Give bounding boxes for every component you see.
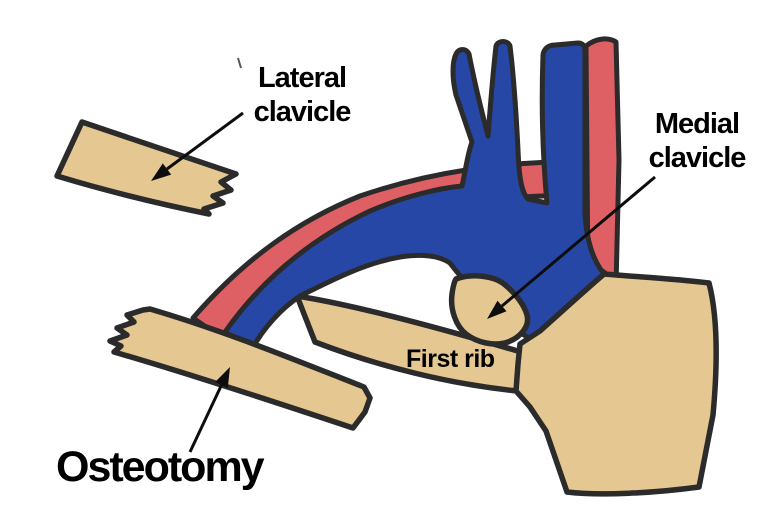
carotid-artery (583, 36, 622, 289)
medial-clavicle-bone (448, 273, 531, 347)
lateral-clavicle-arrow (151, 111, 244, 181)
osteotomy-arrowhead (215, 367, 230, 388)
lateral-clavicle-bone (54, 119, 239, 217)
first-rib-label: First rib (406, 345, 495, 373)
lateral-clavicle-arrowhead (151, 163, 172, 181)
osteotomy-arrow (188, 367, 230, 453)
medial-clavicle-label-line2: clavicle (648, 142, 747, 174)
medial-clavicle-label-line1: Medial (654, 108, 740, 140)
medial-clavicle-arrowhead (487, 300, 507, 319)
osteotomy-label: Osteotomy (56, 443, 265, 491)
stray-mark (237, 57, 242, 69)
lateral-clavicle-label-line1: Lateral (257, 62, 347, 94)
lateral-clavicle-label: Lateral clavicle (232, 61, 372, 129)
medial-clavicle-label: Medial clavicle (627, 107, 767, 175)
lateral-clavicle-label-line2: clavicle (253, 96, 352, 128)
osteotomy-bone-segment (107, 306, 373, 431)
medial-clavicle-arrow (487, 175, 656, 319)
sternum-bone (513, 271, 719, 497)
